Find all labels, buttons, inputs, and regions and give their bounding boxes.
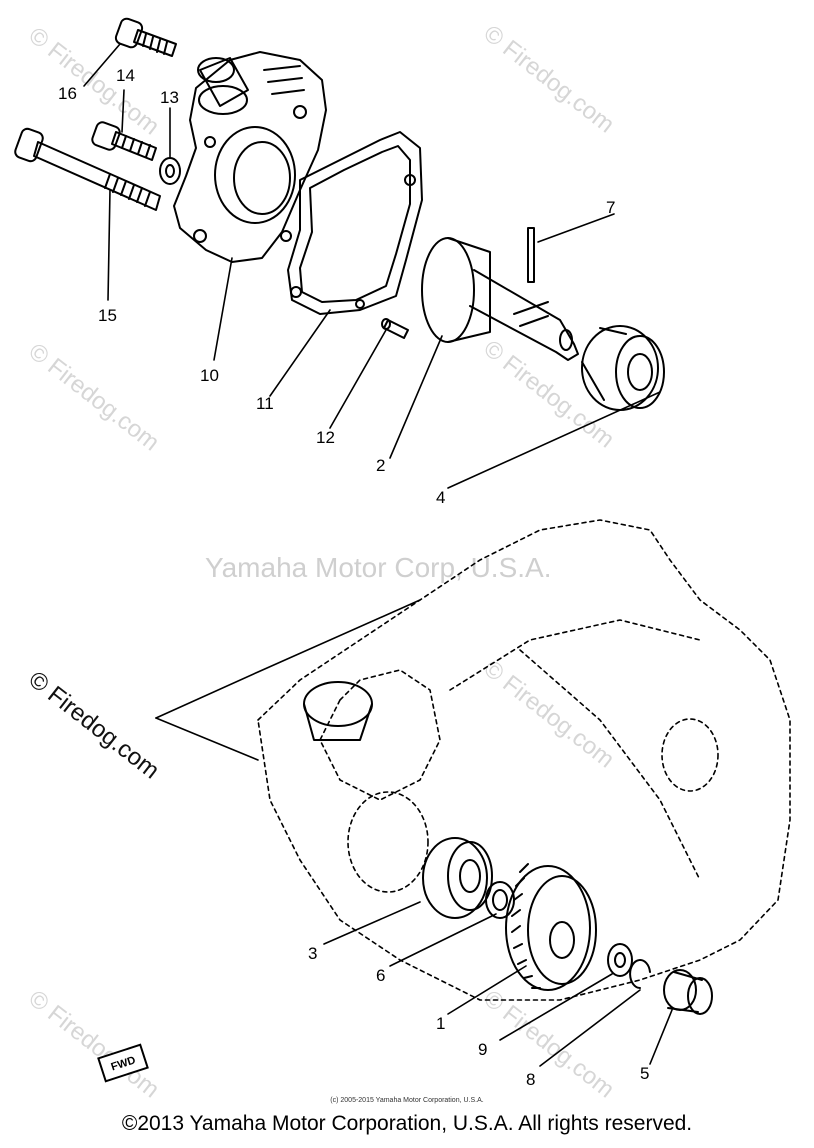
label-9: 9 — [478, 1040, 488, 1059]
dowel-pin-12 — [381, 318, 409, 339]
crankcase-boss — [303, 681, 373, 741]
label-16: 16 — [58, 84, 77, 103]
label-8: 8 — [526, 1070, 536, 1089]
washer-13 — [159, 157, 181, 185]
label-4: 4 — [436, 488, 446, 507]
label-1: 1 — [436, 1014, 446, 1033]
washer-9 — [607, 943, 633, 977]
label-7: 7 — [606, 198, 616, 217]
bolt-15 — [14, 127, 161, 211]
label-5: 5 — [640, 1064, 650, 1083]
label-15: 15 — [98, 306, 117, 325]
bolt-16 — [114, 17, 177, 57]
watermark-center: Yamaha Motor Corp, U.S.A. — [205, 552, 552, 583]
label-12: 12 — [316, 428, 335, 447]
label-2: 2 — [376, 456, 386, 475]
bolt-14 — [91, 121, 157, 161]
label-6: 6 — [376, 966, 386, 985]
footer-copyright: ©2013 Yamaha Motor Corporation, U.S.A. A… — [121, 1112, 693, 1135]
circlip-8 — [629, 959, 651, 989]
small-copyright: (c) 2005-2015 Yamaha Motor Corporation, … — [330, 1097, 484, 1104]
gear-1 — [505, 863, 597, 991]
gasket-11 — [287, 131, 423, 315]
collar-5 — [663, 969, 713, 1015]
crankcase-cover — [257, 519, 791, 1001]
label-14: 14 — [116, 66, 135, 85]
label-11: 11 — [256, 394, 274, 413]
label-3: 3 — [308, 944, 318, 963]
bearing-3 — [422, 837, 493, 919]
label-10: 10 — [200, 366, 219, 385]
pin-7 — [527, 227, 535, 283]
bearing-4 — [581, 325, 665, 411]
impeller-shaft-2 — [421, 237, 579, 361]
pump-housing-10 — [173, 51, 327, 263]
label-13: 13 — [160, 88, 179, 107]
leader-lines — [83, 43, 673, 1067]
